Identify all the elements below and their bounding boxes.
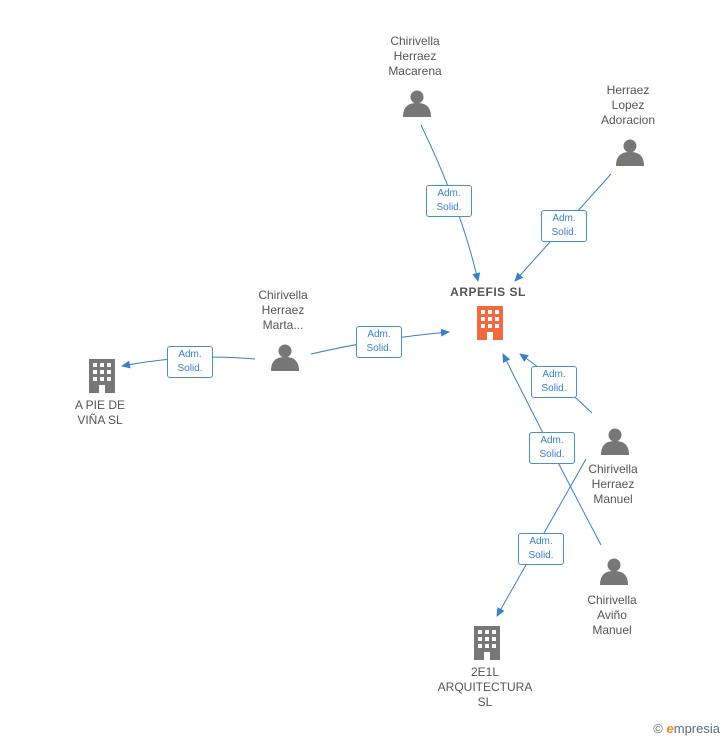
node-label-arpefis[interactable]: ARPEFIS SL: [450, 285, 526, 299]
node-label-macarena[interactable]: Chirivella Herraez Macarena: [388, 34, 442, 78]
relation-badge[interactable]: Adm.Solid.: [356, 326, 402, 358]
footer-brand[interactable]: © empresia: [653, 721, 720, 736]
node-label-2e1l[interactable]: 2E1L ARQUITECTURA SL: [437, 665, 533, 709]
brand-logo-letter: e: [666, 721, 674, 736]
node-label-marta[interactable]: Chirivella Herraez Marta...: [258, 288, 308, 332]
relation-badge[interactable]: Adm.Solid.: [529, 432, 575, 464]
relation-badge[interactable]: Adm.Solid.: [541, 210, 587, 242]
person-icon[interactable]: [616, 139, 644, 167]
person-icon[interactable]: [271, 344, 299, 372]
node-label-manuel-herraez[interactable]: Chirivella Herraez Manuel: [588, 462, 638, 506]
company-icon[interactable]: [477, 306, 503, 340]
person-icon[interactable]: [601, 428, 629, 456]
brand-name: mpresia: [673, 721, 720, 736]
node-label-manuel-avino[interactable]: Chirivella Aviño Manuel: [587, 593, 637, 637]
company-icon[interactable]: [474, 626, 500, 660]
company-icon[interactable]: [89, 359, 115, 393]
person-icon[interactable]: [403, 90, 431, 118]
relation-badge[interactable]: Adm.Solid.: [426, 185, 472, 217]
copyright-icon: ©: [653, 721, 663, 736]
person-icon[interactable]: [600, 558, 628, 586]
relation-badge[interactable]: Adm.Solid.: [518, 533, 564, 565]
node-label-adoracion[interactable]: Herraez Lopez Adoracion: [600, 83, 656, 127]
relation-badge[interactable]: Adm.Solid.: [531, 366, 577, 398]
relation-badge[interactable]: Adm.Solid.: [167, 346, 213, 378]
node-label-apie[interactable]: A PIE DE VIÑA SL: [74, 398, 126, 427]
